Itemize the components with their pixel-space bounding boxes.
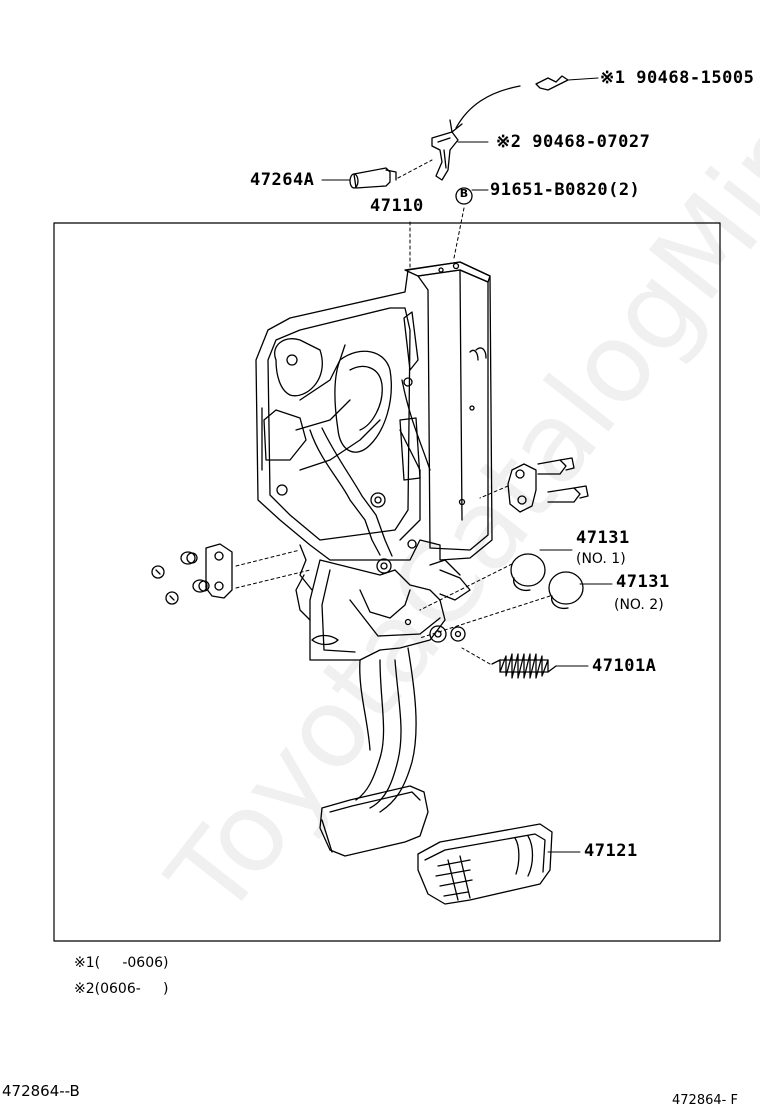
left-nuts — [151, 551, 210, 605]
note-2: ※2(0606- ) — [74, 981, 169, 997]
label-47264A: 47264A — [250, 170, 315, 190]
pedal-lever — [295, 544, 471, 813]
leader-lines-solid — [321, 77, 613, 853]
callout-arrow-head — [449, 119, 463, 133]
right-retainer-plate — [507, 463, 537, 513]
footer-code-right: 472864- F — [672, 1093, 738, 1108]
label-47131-no2-sub: (NO. 2) — [614, 597, 664, 613]
label-47110: 47110 — [370, 196, 424, 216]
label-90468-07027: ※2 90468-07027 — [496, 132, 651, 152]
right-bolts — [537, 457, 589, 503]
label-90468-15005: ※1 90468-15005 — [600, 68, 755, 88]
return-spring — [491, 653, 557, 679]
label-91651-B0820: 91651-B0820(2) — [490, 180, 641, 200]
cushion-no2 — [548, 571, 584, 610]
note-1: ※1( -0606) — [74, 955, 169, 971]
clip-part-small — [535, 75, 569, 91]
label-47131-no1-sub: (NO. 1) — [576, 551, 626, 567]
assembly-frame — [53, 222, 721, 942]
label-47101A: 47101A — [592, 656, 657, 676]
clip-part — [431, 131, 459, 181]
b-symbol: B — [459, 187, 469, 200]
cushion-no1 — [510, 553, 546, 592]
label-47131-no1: 47131 — [576, 528, 630, 548]
footer-code-left: 472864--B — [2, 1082, 80, 1100]
b-symbol-circle — [455, 187, 473, 205]
label-47121: 47121 — [584, 841, 638, 861]
pedal-pad — [319, 785, 429, 857]
leader-lines-dashed — [235, 159, 551, 665]
pedal-bracket — [255, 261, 493, 574]
callout-arrow-curve — [455, 85, 521, 129]
clevis-pin — [349, 167, 397, 189]
label-47131-no2: 47131 — [616, 572, 670, 592]
pedal-pad-cover — [417, 823, 553, 905]
left-retainer-plate — [205, 543, 233, 599]
